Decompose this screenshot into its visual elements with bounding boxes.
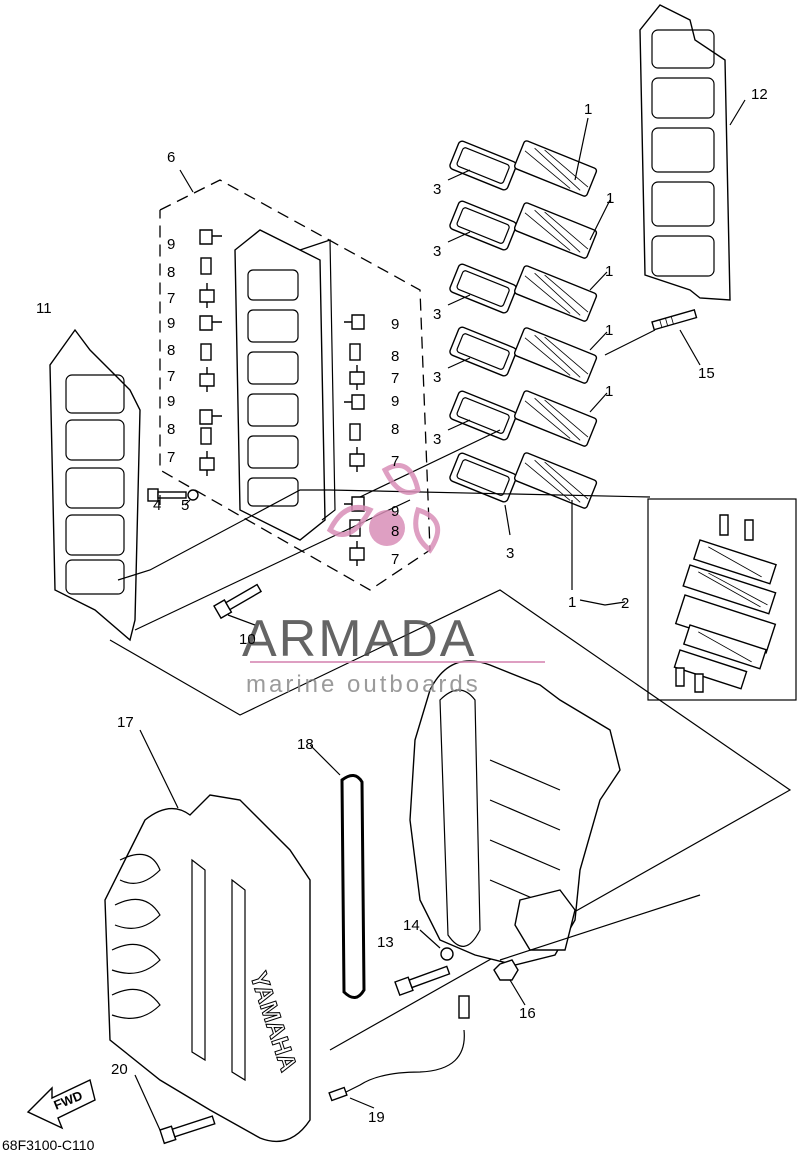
bolt-10	[213, 583, 263, 620]
callout-9: 9	[391, 316, 399, 333]
callout-9: 9	[167, 315, 175, 332]
callout-8: 8	[167, 421, 175, 438]
callout-8: 8	[391, 421, 399, 438]
callout-8: 8	[167, 264, 175, 281]
callout-7: 7	[391, 370, 399, 387]
callout-5: 5	[181, 497, 189, 514]
hose-19	[328, 995, 470, 1102]
armada-watermark: ARMADA marine outboards	[242, 463, 545, 698]
bolt-20	[159, 1115, 216, 1145]
callout-1: 1	[584, 101, 592, 118]
fwd-arrow: FWD	[26, 1079, 96, 1130]
callout-16: 16	[519, 1005, 536, 1022]
stud-15	[651, 309, 698, 331]
callout-8: 8	[167, 342, 175, 359]
gasket-11	[49, 328, 141, 642]
bolt-4	[147, 488, 199, 502]
gasket-12	[639, 4, 731, 301]
callout-1: 1	[606, 190, 614, 207]
right-fittings	[344, 314, 365, 566]
callout-1: 1	[568, 594, 576, 611]
gasket-18	[340, 774, 366, 999]
callout-1: 1	[605, 322, 613, 339]
callout-4: 4	[153, 497, 161, 514]
callout-3: 3	[433, 369, 441, 386]
watermark-subtitle: marine outboards	[246, 671, 481, 698]
callout-2: 2	[621, 595, 629, 612]
bolt-13	[394, 947, 454, 997]
callout-18: 18	[297, 736, 314, 753]
callout-12: 12	[751, 86, 768, 103]
callout-1: 1	[605, 383, 613, 400]
callout-7: 7	[167, 290, 175, 307]
callout-7: 7	[391, 453, 399, 470]
watermark-title: ARMADA	[242, 610, 476, 668]
propeller-logo	[326, 463, 441, 554]
reed-valves-1	[513, 140, 598, 509]
callout-3: 3	[433, 306, 441, 323]
callout-19: 19	[368, 1109, 385, 1126]
callout-7: 7	[391, 551, 399, 568]
callout-9: 9	[167, 236, 175, 253]
callout-1: 1	[605, 263, 613, 280]
callout-15: 15	[698, 365, 715, 382]
callout-11: 11	[36, 300, 52, 317]
callout-7: 7	[167, 449, 175, 466]
callout-9: 9	[167, 393, 175, 410]
callout-9: 9	[391, 503, 399, 520]
callout-8: 8	[391, 523, 399, 540]
callout-3: 3	[506, 545, 514, 562]
reed-valve-detail-box	[647, 498, 797, 701]
callout-6: 6	[167, 149, 175, 166]
callout-10: 10	[239, 631, 256, 648]
callout-numbers: 1 1 1 1 1 1 2 3 3 3 3 3 3 4 5 6 7 7 7 7 …	[36, 86, 768, 1126]
reed-valve-plate	[234, 229, 336, 541]
callout-17: 17	[117, 714, 134, 731]
nut-16	[493, 959, 519, 981]
left-fittings	[199, 229, 222, 476]
callout-20: 20	[111, 1061, 128, 1078]
diagram-code: 68F3100-C110	[2, 1137, 95, 1153]
callout-3: 3	[433, 181, 441, 198]
callout-3: 3	[433, 243, 441, 260]
callout-8: 8	[391, 348, 399, 365]
leader-lines	[134, 99, 746, 1131]
manifold-housing	[409, 660, 621, 966]
callout-9: 9	[391, 393, 399, 410]
callout-3: 3	[433, 431, 441, 448]
gaskets-3	[449, 140, 517, 503]
callout-14: 14	[403, 917, 420, 934]
callout-7: 7	[167, 368, 175, 385]
silencer-cover-17: YAMAHA	[104, 794, 311, 1143]
callout-13: 13	[377, 934, 394, 951]
